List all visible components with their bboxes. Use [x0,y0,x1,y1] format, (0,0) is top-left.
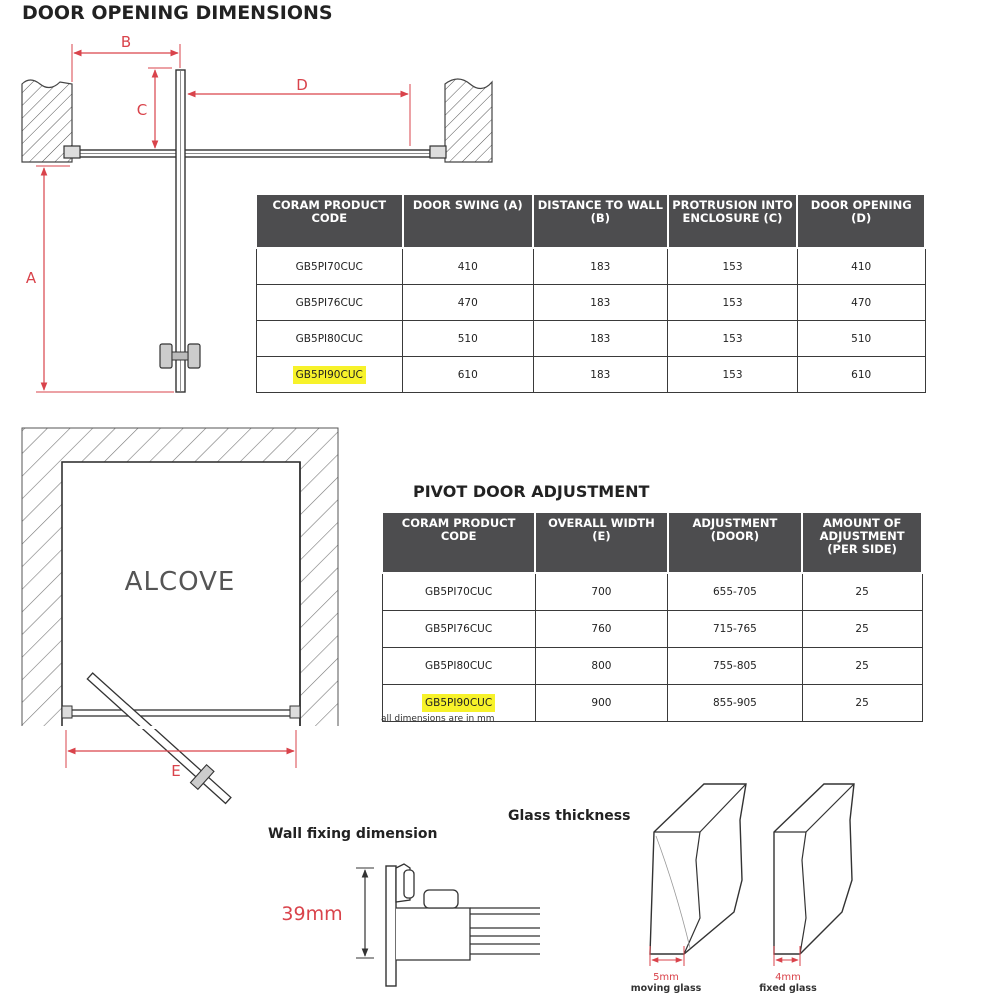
distance-to-wall-value: 183 [532,356,669,393]
dimension-c [148,67,172,149]
door-opening-plan-drawing [21,69,493,393]
label-e: E [171,762,180,780]
fixed-glass-thickness: 4mm [775,972,801,983]
wall-fixing-value: 39mm [281,903,342,925]
door-swing-value: 410 [402,247,534,285]
header-amount-of-adjustment: AMOUNT OF ADJUSTMENT (PER SIDE) [801,511,923,574]
table-row: GB5PI80CUC 800 755-805 25 [381,647,923,685]
moving-glass-thickness: 5mm [653,972,679,983]
adjustment-value: 755-805 [667,647,803,685]
dimensions-footnote: all dimensions are in mm [381,714,495,722]
table-header-row: CORAM PRODUCT CODE DOOR SWING (A) DISTAN… [255,193,926,249]
label-a: A [26,269,37,287]
table-row: GB5PI70CUC 700 655-705 25 [381,572,923,611]
distance-to-wall-value: 183 [532,247,669,285]
product-code: GB5PI80CUC [255,320,404,357]
table-row: GB5PI80CUC 510 183 153 510 [255,320,926,357]
highlighted-code: GB5PI90CUC [422,694,496,712]
fixed-glass-piece [773,783,855,966]
header-distance-to-wall: DISTANCE TO WALL (B) [532,193,669,249]
adjustment-value: 715-765 [667,610,803,648]
distance-to-wall-value: 183 [532,284,669,321]
amount-per-side-value: 25 [801,684,923,722]
moving-glass-piece [649,783,747,966]
door-opening-value: 470 [796,284,926,321]
wall-fixing-title: Wall fixing dimension [268,826,438,842]
table-row: GB5PI76CUC 470 183 153 470 [255,284,926,321]
label-d: D [296,76,308,94]
pivot-adjustment-table: CORAM PRODUCT CODE OVERALL WIDTH (E) ADJ… [380,511,923,722]
alcove-plan-drawing [0,427,340,805]
dimension-d [187,84,411,146]
glass-thickness-title: Glass thickness [508,808,631,824]
door-opening-table: CORAM PRODUCT CODE DOOR SWING (A) DISTAN… [255,193,926,393]
alcove-label: ALCOVE [125,567,236,597]
page-title: DOOR OPENING DIMENSIONS [22,2,333,24]
overall-width-value: 760 [534,610,669,648]
door-opening-value: 410 [796,247,926,285]
header-protrusion: PROTRUSION INTO ENCLOSURE (C) [666,193,799,249]
overall-width-value: 700 [534,572,669,611]
amount-per-side-value: 25 [801,610,923,648]
protrusion-value: 153 [667,320,798,357]
door-opening-value: 510 [796,320,926,357]
moving-glass-label: moving glass [631,983,702,994]
header-product-code: CORAM PRODUCT CODE [255,193,404,249]
table-row: GB5PI70CUC 410 183 153 410 [255,247,926,285]
dimension-a [36,165,174,393]
header-overall-width: OVERALL WIDTH (E) [534,511,669,574]
protrusion-value: 153 [667,284,798,321]
adjustment-value: 655-705 [667,572,803,611]
door-swing-value: 510 [402,320,534,357]
product-code: GB5PI76CUC [381,610,536,648]
distance-to-wall-value: 183 [532,320,669,357]
header-door-opening: DOOR OPENING (D) [796,193,926,249]
product-code: GB5PI70CUC [381,572,536,611]
dimension-e [65,730,297,768]
product-code: GB5PI80CUC [381,647,536,685]
fixed-glass-label: fixed glass [759,983,817,994]
overall-width-value: 800 [534,647,669,685]
overall-width-value: 900 [534,684,669,722]
table-row: GB5PI90CUC 900 855-905 25 [381,684,923,722]
protrusion-value: 153 [667,247,798,285]
door-swing-value: 610 [402,356,534,393]
product-code: GB5PI76CUC [255,284,404,321]
product-code-highlighted: GB5PI90CUC [255,356,404,393]
table-row: GB5PI90CUC 610 183 153 610 [255,356,926,393]
table-header-row: CORAM PRODUCT CODE OVERALL WIDTH (E) ADJ… [380,511,923,574]
label-b: B [121,33,131,51]
dimension-b [71,44,181,82]
adjustment-value: 855-905 [667,684,803,722]
amount-per-side-value: 25 [801,572,923,611]
protrusion-value: 153 [667,356,798,393]
door-opening-value: 610 [796,356,926,393]
table-row: GB5PI76CUC 760 715-765 25 [381,610,923,648]
product-code-highlighted: GB5PI90CUC [381,684,536,722]
product-code: GB5PI70CUC [255,247,404,285]
header-adjustment: ADJUSTMENT (DOOR) [666,511,804,574]
header-product-code: CORAM PRODUCT CODE [380,511,537,574]
label-c: C [137,101,147,119]
amount-per-side-value: 25 [801,647,923,685]
door-swing-value: 470 [402,284,534,321]
header-door-swing: DOOR SWING (A) [401,193,535,249]
highlighted-code: GB5PI90CUC [292,365,366,384]
pivot-adjustment-title: PIVOT DOOR ADJUSTMENT [413,482,650,501]
wall-fixing-drawing [356,863,540,987]
